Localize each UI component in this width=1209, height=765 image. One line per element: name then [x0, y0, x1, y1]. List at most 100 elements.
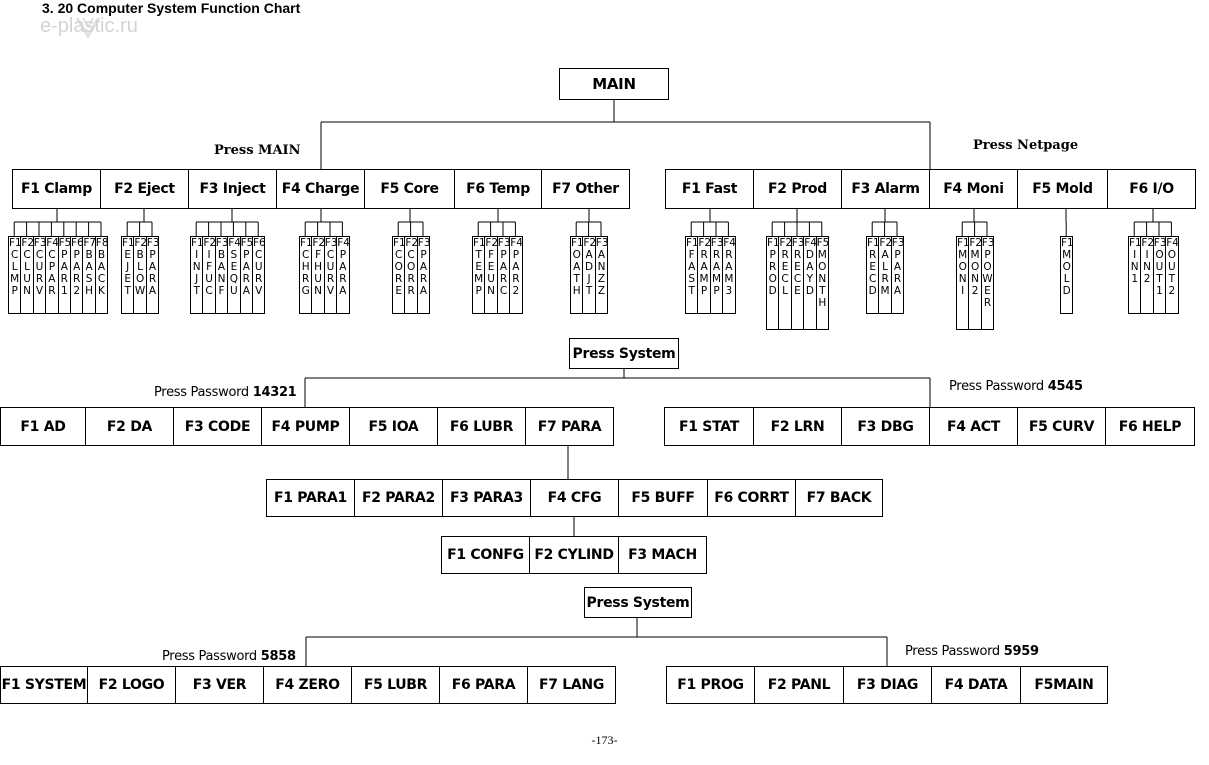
menu-f5-curv: F5 CURV	[1017, 407, 1106, 446]
menu-f3-dbg: F3 DBG	[841, 407, 930, 446]
menu-f2-para2: F2 PARA2	[354, 479, 443, 517]
menu-f7-lang: F7 LANG	[527, 666, 616, 704]
menu-f1-confg: F1 CONFG	[441, 536, 530, 574]
menu-f4-zero: F4 ZERO	[263, 666, 352, 704]
menu-f3-diag: F3 DIAG	[843, 666, 932, 704]
menu-f3-code: F3 CODE	[173, 407, 262, 446]
menu-f3-para3: F3 PARA3	[442, 479, 531, 517]
menu-f1-ad: F1 AD	[0, 407, 86, 446]
menu-f4-data: F4 DATA	[931, 666, 1021, 704]
menu-f3-alarm: F3 Alarm	[841, 169, 930, 209]
menu-f7-other: F7 Other	[541, 169, 630, 209]
watermark-text: e-plastic.ru	[40, 15, 138, 37]
page-title: 3. 20 Computer System Function Chart	[42, 0, 301, 16]
menu-f4-moni: F4 Moni	[929, 169, 1018, 209]
menu-f2-cylind: F2 CYLIND	[529, 536, 619, 574]
page-number: -173-	[591, 733, 618, 747]
menu-f5main: F5MAIN	[1020, 666, 1108, 704]
menu-f3-inject: F3 Inject	[188, 169, 277, 209]
menu-f3-ver: F3 VER	[175, 666, 264, 704]
menu-f4-charge: F4 Charge	[276, 169, 365, 209]
menu-f6-temp: F6 Temp	[454, 169, 542, 209]
menu-f5-ioa: F5 IOA	[349, 407, 438, 446]
menu-f1-prog: F1 PROG	[666, 666, 755, 704]
menu-f2-da: F2 DA	[85, 407, 174, 446]
menu-f2-lrn: F2 LRN	[753, 407, 842, 446]
main-box: MAIN	[559, 68, 669, 100]
press-main-label: Press MAIN	[214, 143, 301, 158]
menu-f5-core: F5 Core	[364, 169, 455, 209]
password-note-5858: Press Password 5858	[162, 649, 296, 664]
press-system-box-2: Press System	[584, 587, 692, 618]
menu-f1-para1: F1 PARA1	[266, 479, 355, 517]
menu-f1-fast: F1 Fast	[665, 169, 754, 209]
menu-f5-buff: F5 BUFF	[618, 479, 708, 517]
menu-f6-lubr: F6 LUBR	[437, 407, 526, 446]
menu-f6-help: F6 HELP	[1105, 407, 1195, 446]
menu-f5-mold: F5 Mold	[1017, 169, 1108, 209]
watermark-logo-icon	[75, 17, 101, 39]
menu-f1-clamp: F1 Clamp	[12, 169, 101, 209]
menu-f4-pump: F4 PUMP	[261, 407, 350, 446]
menu-f4-act: F4 ACT	[929, 407, 1018, 446]
menu-f3-mach: F3 MACH	[618, 536, 707, 574]
press-system-box-1: Press System	[569, 338, 679, 369]
press-netpage-label: Press Netpage	[973, 138, 1079, 153]
menu-f2-eject: F2 Eject	[100, 169, 189, 209]
password-note-14321: Press Password 14321	[154, 385, 297, 400]
password-note-5959: Press Password 5959	[905, 644, 1039, 659]
menu-f2-prod: F2 Prod	[753, 169, 842, 209]
menu-f1-stat: F1 STAT	[664, 407, 754, 446]
